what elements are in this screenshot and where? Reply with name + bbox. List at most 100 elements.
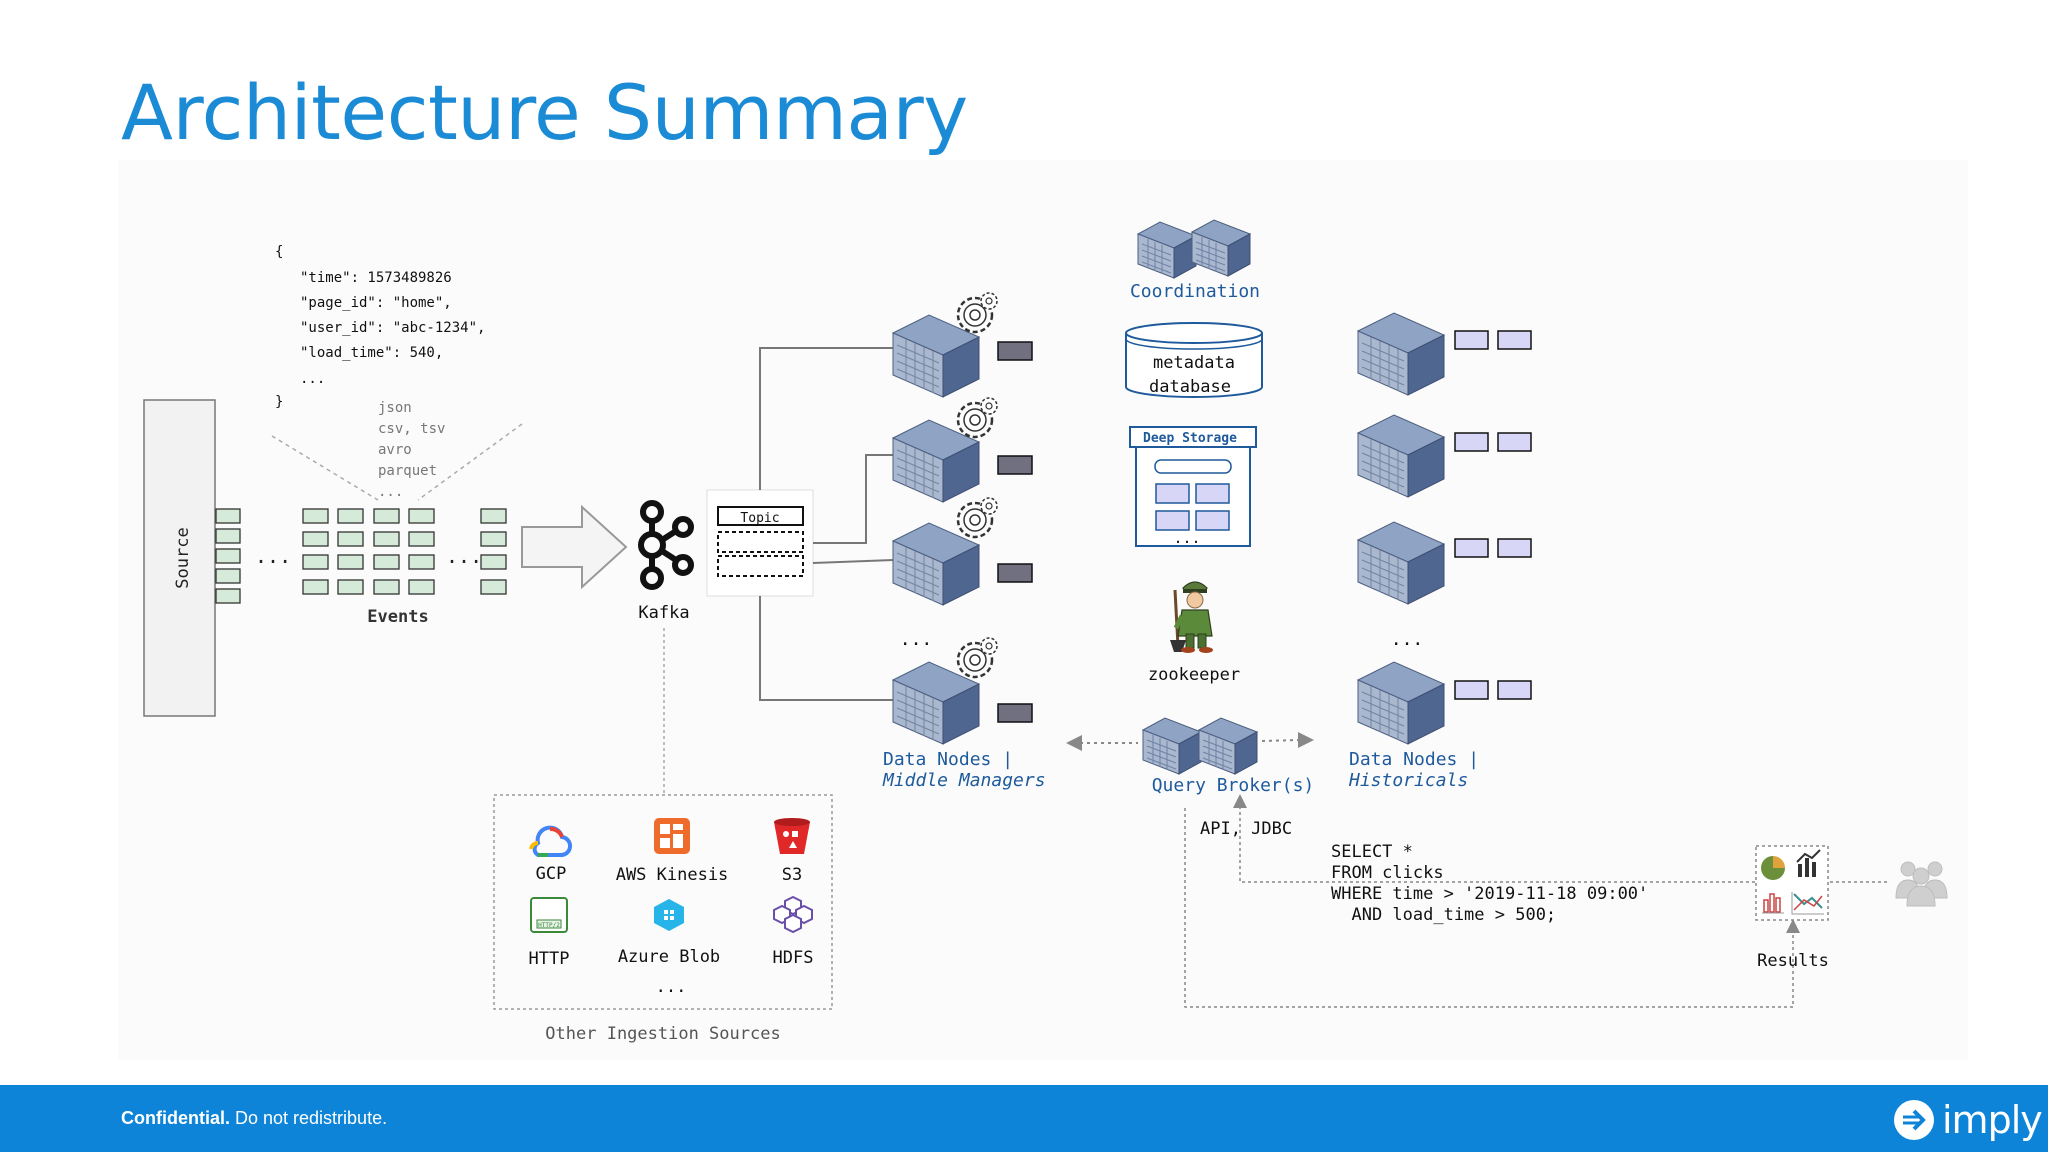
event-cell <box>480 508 507 524</box>
hdfs-icon <box>773 895 813 934</box>
svg-text:"load_time": 540,: "load_time": 540, <box>300 345 443 361</box>
aws-kinesis-icon <box>654 818 690 854</box>
source-label: Source <box>173 527 193 588</box>
zookeeper-label: zookeeper <box>1148 665 1240 685</box>
svg-text:...: ... <box>300 371 325 387</box>
topic-panel <box>706 489 814 597</box>
svg-text:FROM clicks: FROM clicks <box>1331 863 1444 883</box>
zookeeper-icon <box>1170 581 1213 653</box>
event-cell <box>373 579 400 595</box>
sql-query: SELECT * FROM clicks WHERE time > '2019-… <box>1331 842 1648 925</box>
gcp-icon <box>529 825 572 858</box>
users-icon <box>1895 861 1948 907</box>
historical-nodes <box>1357 312 1532 745</box>
event-cell <box>302 579 329 595</box>
ingestion-sources-box <box>493 794 833 1010</box>
middle-manager-nodes <box>892 291 1033 745</box>
svg-text:{: { <box>275 244 283 260</box>
kafka-icon <box>638 500 694 590</box>
topic-header <box>717 506 804 526</box>
metadata-database-icon <box>1125 322 1263 398</box>
middle-managers-label-2: Middle Managers <box>882 770 1046 791</box>
event-cell <box>302 554 329 570</box>
event-cell <box>373 531 400 547</box>
logo-text: imply <box>1942 1098 2043 1142</box>
s3-bucket-icon <box>774 818 810 854</box>
event-cells <box>215 508 507 604</box>
deep-storage-ellipsis: ... <box>1173 529 1200 547</box>
event-cell <box>480 579 507 595</box>
event-cell <box>337 579 364 595</box>
source-aws-kinesis: AWS Kinesis <box>616 865 729 885</box>
events-label: Events <box>367 607 428 627</box>
architecture-diagram: Source { "time": 1573489826 "page_id": "… <box>143 219 1948 1044</box>
event-cell <box>302 508 329 524</box>
svg-text:AND load_time > 500;: AND load_time > 500; <box>1331 905 1556 925</box>
events-ellipsis-right: ... <box>446 544 482 568</box>
source-http: HTTP <box>529 949 570 969</box>
event-cell <box>408 554 435 570</box>
event-cell <box>215 588 241 604</box>
svg-text:SELECT *: SELECT * <box>1331 842 1413 862</box>
source-hdfs: HDFS <box>773 948 814 968</box>
event-cell <box>408 508 435 524</box>
broker-arrow-left <box>1066 735 1082 751</box>
results-label: Results <box>1757 951 1829 971</box>
svg-text:"time": 1573489826: "time": 1573489826 <box>300 270 452 286</box>
event-cell <box>373 508 400 524</box>
event-cell <box>215 508 241 524</box>
flow-arrow <box>521 504 628 590</box>
event-cell <box>302 531 329 547</box>
arrow-right-icon <box>1894 1100 1934 1140</box>
azure-blob-icon <box>654 899 684 931</box>
svg-text:"user_id": "abc-1234",: "user_id": "abc-1234", <box>300 320 485 336</box>
source-box <box>143 399 216 717</box>
svg-text:avro: avro <box>378 442 412 458</box>
deep-storage-icon <box>1129 426 1257 547</box>
event-cell <box>480 554 507 570</box>
confidential-notice: Confidential. Do not redistribute. <box>121 1108 388 1128</box>
source-azure-blob: Azure Blob <box>618 947 720 967</box>
middle-managers-label-1: Data Nodes | <box>883 749 1013 770</box>
deep-storage-label: Deep Storage <box>1143 431 1237 446</box>
event-cell <box>215 528 241 544</box>
api-jdbc-label: API, JDBC <box>1200 819 1292 839</box>
svg-text:...: ... <box>378 484 403 500</box>
topic-label: Topic <box>740 511 779 526</box>
ingestion-sources-title: Other Ingestion Sources <box>545 1024 780 1044</box>
imply-logo: imply <box>1894 1098 2043 1142</box>
ingestion-ellipsis: ... <box>656 977 687 997</box>
http-icon: HTTP/2 <box>530 897 568 933</box>
format-list: json csv, tsv avro parquet ... <box>378 400 445 500</box>
results-dashboard-icon <box>1755 845 1829 921</box>
event-cell <box>408 579 435 595</box>
metadata-label-1: metadata <box>1153 353 1235 373</box>
svg-text:json: json <box>378 400 412 416</box>
source-gcp: GCP <box>536 864 567 884</box>
svg-text:WHERE time > '2019-11-18 09:00: WHERE time > '2019-11-18 09:00' <box>1331 884 1648 904</box>
svg-text:"page_id": "home",: "page_id": "home", <box>300 295 452 311</box>
event-cell <box>373 554 400 570</box>
middle-managers-ellipsis: ... <box>900 629 933 650</box>
footer-bar: Confidential. Do not redistribute. imply <box>0 1085 2048 1152</box>
coordination-label: Coordination <box>1130 281 1260 302</box>
event-cell <box>337 531 364 547</box>
broker-arrow-right <box>1298 732 1314 748</box>
svg-text:HTTP/2: HTTP/2 <box>538 922 560 929</box>
svg-text:parquet: parquet <box>378 463 437 479</box>
kafka-label: Kafka <box>638 603 689 623</box>
slide-title: Architecture Summary <box>121 68 968 157</box>
svg-text:csv, tsv: csv, tsv <box>378 421 445 437</box>
svg-text:}: } <box>275 394 283 410</box>
metadata-label-2: database <box>1149 377 1231 397</box>
historicals-ellipsis: ... <box>1391 629 1424 650</box>
event-cell <box>337 508 364 524</box>
event-json: { "time": 1573489826 "page_id": "home", … <box>275 244 485 410</box>
event-cell <box>480 531 507 547</box>
historicals-label-2: Historicals <box>1348 770 1468 791</box>
event-cell <box>215 568 241 584</box>
source-s3: S3 <box>782 865 802 885</box>
event-cell <box>408 531 435 547</box>
event-cell <box>215 548 241 564</box>
event-cell <box>337 554 364 570</box>
